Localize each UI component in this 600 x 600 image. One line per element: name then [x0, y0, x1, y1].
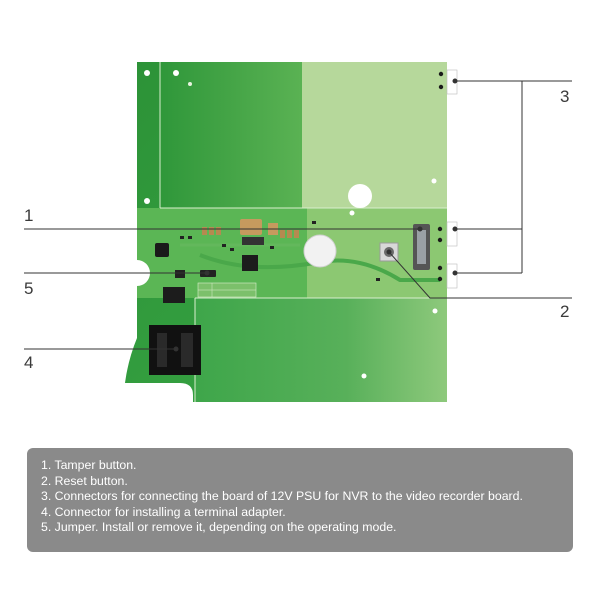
inductor	[155, 243, 169, 257]
mount-hole	[431, 178, 437, 184]
callout-3: 3	[560, 87, 570, 106]
pcb-diagram	[24, 62, 572, 402]
callout-1: 1	[24, 206, 34, 225]
mount-hole	[361, 373, 367, 379]
mount-hole	[432, 308, 438, 314]
small-components	[180, 221, 380, 281]
connector-pin	[437, 237, 443, 243]
mount-hole	[144, 70, 150, 76]
callout-lines	[24, 78, 572, 352]
legend-item: 3. Connectors for connecting the board o…	[41, 489, 523, 504]
connector-pin	[438, 71, 444, 77]
legend-item: 5. Jumper. Install or remove it, dependi…	[41, 520, 397, 535]
connector-pin	[437, 276, 443, 282]
tamper-button-plunger	[417, 230, 426, 264]
connector-pin	[437, 226, 443, 232]
legend-list: 1. Tamper button. 2. Reset button. 3. Co…	[41, 458, 559, 536]
mount-hole	[348, 184, 372, 208]
callout-5: 5	[24, 279, 34, 298]
mount-hole	[144, 198, 150, 204]
ic-chip	[242, 237, 264, 245]
ic-chip	[175, 270, 185, 278]
mount-hole	[349, 210, 355, 216]
mount-hole	[188, 82, 192, 86]
coin-battery	[303, 234, 337, 268]
smd-row	[202, 227, 299, 238]
connector-tab	[446, 221, 458, 247]
legend-item: 1. Tamper button.	[41, 458, 137, 472]
terminal-connector-slot	[157, 333, 167, 367]
legend-box: 1. Tamper button. 2. Reset button. 3. Co…	[27, 448, 573, 552]
connector-pin	[438, 84, 444, 90]
ic-chip	[163, 287, 185, 303]
mount-hole	[173, 70, 179, 76]
connector-pin	[437, 265, 443, 271]
mount-hole	[170, 392, 174, 396]
terminal-connector-slot	[181, 333, 193, 367]
pcb-top-light	[302, 62, 447, 210]
callout-4: 4	[24, 353, 34, 372]
ic-chip	[242, 255, 258, 271]
pcb-bottom-region	[195, 298, 447, 402]
callout-2: 2	[560, 302, 570, 321]
legend-item: 2. Reset button.	[41, 473, 128, 488]
capacitor	[240, 219, 262, 235]
legend-item: 4. Connector for installing a terminal a…	[41, 504, 286, 519]
connector-tab	[446, 263, 458, 289]
